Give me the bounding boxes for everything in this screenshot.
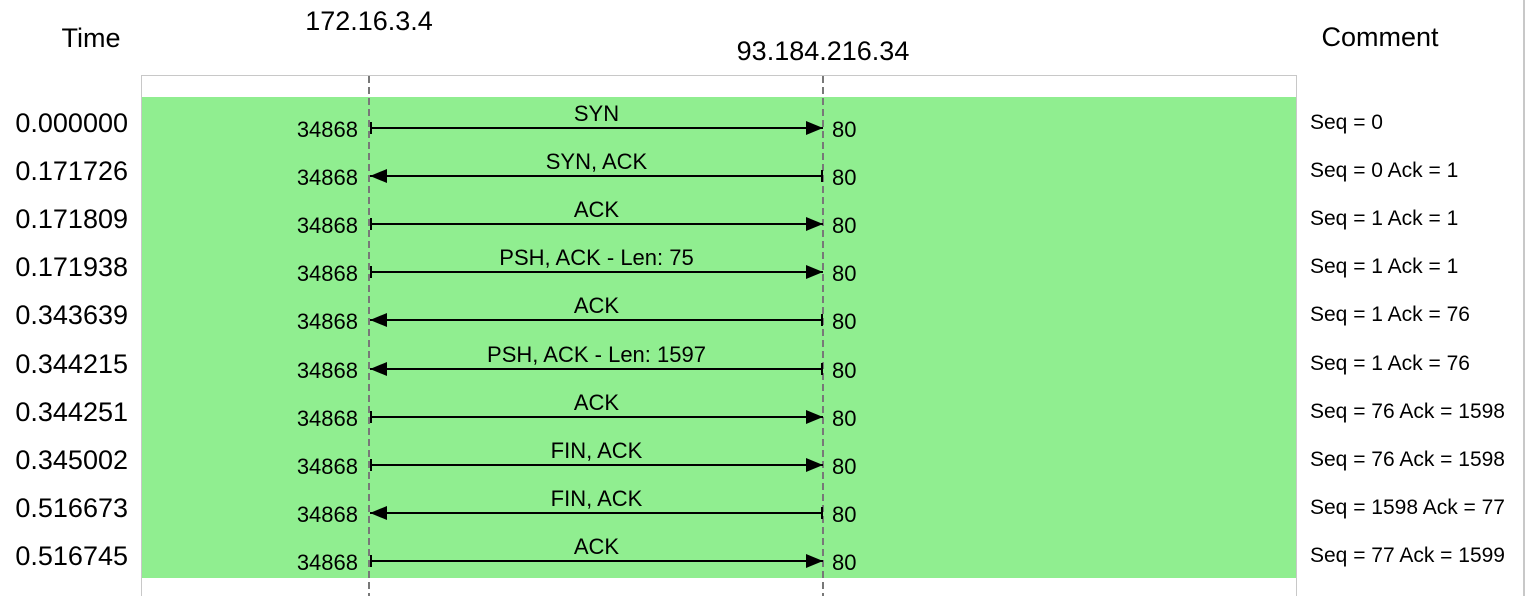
flow-comment: Seq = 76 Ack = 1598 [1310,400,1505,423]
arrow-origin-tick [370,122,372,134]
lifeline-left-host [368,76,370,596]
flow-time: 0.171726 [15,156,128,186]
source-port: 34868 [296,550,358,575]
packet-rows-band [142,97,1296,578]
arrowhead-icon [370,362,387,376]
destination-port: 80 [832,213,857,238]
flow-label: FIN, ACK [550,438,643,463]
flow-row[interactable]: 0.345002 34868 FIN, ACK 80 Seq = 76 Ack … [0,438,1526,489]
flow-row[interactable]: 0.171938 34868 PSH, ACK - Len: 75 80 Seq… [0,245,1526,296]
destination-port: 80 [832,309,857,334]
arrow-origin-tick [821,170,823,182]
flow-time: 0.516673 [15,493,128,523]
arrowhead-icon [806,410,823,424]
arrow-origin-tick [370,266,372,278]
flow-time: 0.344251 [15,397,128,427]
flow-comment: Seq = 0 Ack = 1 [1310,159,1459,182]
flow-row[interactable]: 0.516745 34868 ACK 80 Seq = 77 Ack = 159… [0,534,1526,585]
flow-row[interactable]: 0.344215 34868 PSH, ACK - Len: 1597 80 S… [0,342,1526,393]
arrowhead-icon [806,217,823,231]
source-port: 34868 [296,213,358,238]
arrowhead-icon [370,169,387,183]
flow-arrow [370,313,823,327]
flow-time: 0.171809 [15,204,128,234]
destination-port: 80 [832,454,857,479]
source-port: 34868 [296,309,358,334]
arrowhead-icon [370,506,387,520]
flow-time: 0.344215 [15,349,128,379]
flow-arrow [370,121,823,135]
flow-arrow [370,265,823,279]
arrow-origin-tick [370,218,372,230]
flow-time: 0.171938 [15,252,128,282]
source-port: 34868 [296,358,358,383]
flow-comment: Seq = 77 Ack = 1599 [1310,544,1505,567]
flow-arrow [370,362,823,376]
flow-comment: Seq = 1 Ack = 76 [1310,303,1470,326]
source-port: 34868 [296,261,358,286]
arrowhead-icon [806,265,823,279]
flow-time: 0.345002 [15,445,128,475]
node-left-address: 172.16.3.4 [305,6,433,36]
flow-comment: Seq = 0 [1310,111,1383,134]
flow-arrow [370,217,823,231]
flow-time: 0.516745 [15,541,128,571]
source-port: 34868 [296,502,358,527]
flow-arrow [370,458,823,472]
flow-comment: Seq = 1598 Ack = 77 [1310,496,1505,519]
arrow-origin-tick [821,507,823,519]
source-port: 34868 [296,117,358,142]
lifeline-right-host [822,76,824,596]
flow-label: ACK [573,293,620,318]
flow-row[interactable]: 0.171809 34868 ACK 80 Seq = 1 Ack = 1 [0,197,1526,248]
destination-port: 80 [832,502,857,527]
flow-comment: Seq = 1 Ack = 1 [1310,207,1459,230]
flow-label: ACK [573,534,620,559]
flow-comment: Seq = 1 Ack = 76 [1310,352,1470,375]
flow-label: ACK [573,390,620,415]
flow-arrow [370,169,823,183]
flow-arrow [370,506,823,520]
destination-port: 80 [832,165,857,190]
flow-comment: Seq = 1 Ack = 1 [1310,255,1459,278]
source-port: 34868 [296,406,358,431]
destination-port: 80 [832,358,857,383]
flow-label: SYN, ACK [545,149,648,174]
flow-label: FIN, ACK [550,486,643,511]
flow-arrow [370,410,823,424]
destination-port: 80 [832,117,857,142]
flow-arrow [370,554,823,568]
arrowhead-icon [806,554,823,568]
source-port: 34868 [296,454,358,479]
flow-row[interactable]: 0.171726 34868 SYN, ACK 80 Seq = 0 Ack =… [0,149,1526,200]
flow-row[interactable]: 0.344251 34868 ACK 80 Seq = 76 Ack = 159… [0,390,1526,441]
comment-column-header: Comment [1321,22,1439,52]
time-column-header: Time [61,23,121,53]
flow-time: 0.343639 [15,300,128,330]
arrow-origin-tick [370,459,372,471]
arrow-origin-tick [370,411,372,423]
flow-comment: Seq = 76 Ack = 1598 [1310,448,1505,471]
window-right-border [1523,0,1525,596]
source-port: 34868 [296,165,358,190]
arrowhead-icon [370,313,387,327]
arrowhead-icon [806,458,823,472]
flow-label: PSH, ACK - Len: 1597 [487,342,706,367]
flow-label: ACK [573,197,620,222]
arrow-origin-tick [821,363,823,375]
arrowhead-icon [806,121,823,135]
flow-time: 0.000000 [15,108,128,138]
flow-label: SYN [573,101,620,126]
destination-port: 80 [832,261,857,286]
flow-label: PSH, ACK - Len: 75 [499,245,694,270]
flow-row[interactable]: 0.000000 34868 SYN 80 Seq = 0 [0,101,1526,152]
node-right-address: 93.184.216.34 [736,36,910,66]
arrow-origin-tick [821,314,823,326]
flow-row[interactable]: 0.343639 34868 ACK 80 Seq = 1 Ack = 76 [0,293,1526,344]
flow-row[interactable]: 0.516673 34868 FIN, ACK 80 Seq = 1598 Ac… [0,486,1526,537]
destination-port: 80 [832,550,857,575]
destination-port: 80 [832,406,857,431]
arrow-origin-tick [370,555,372,567]
